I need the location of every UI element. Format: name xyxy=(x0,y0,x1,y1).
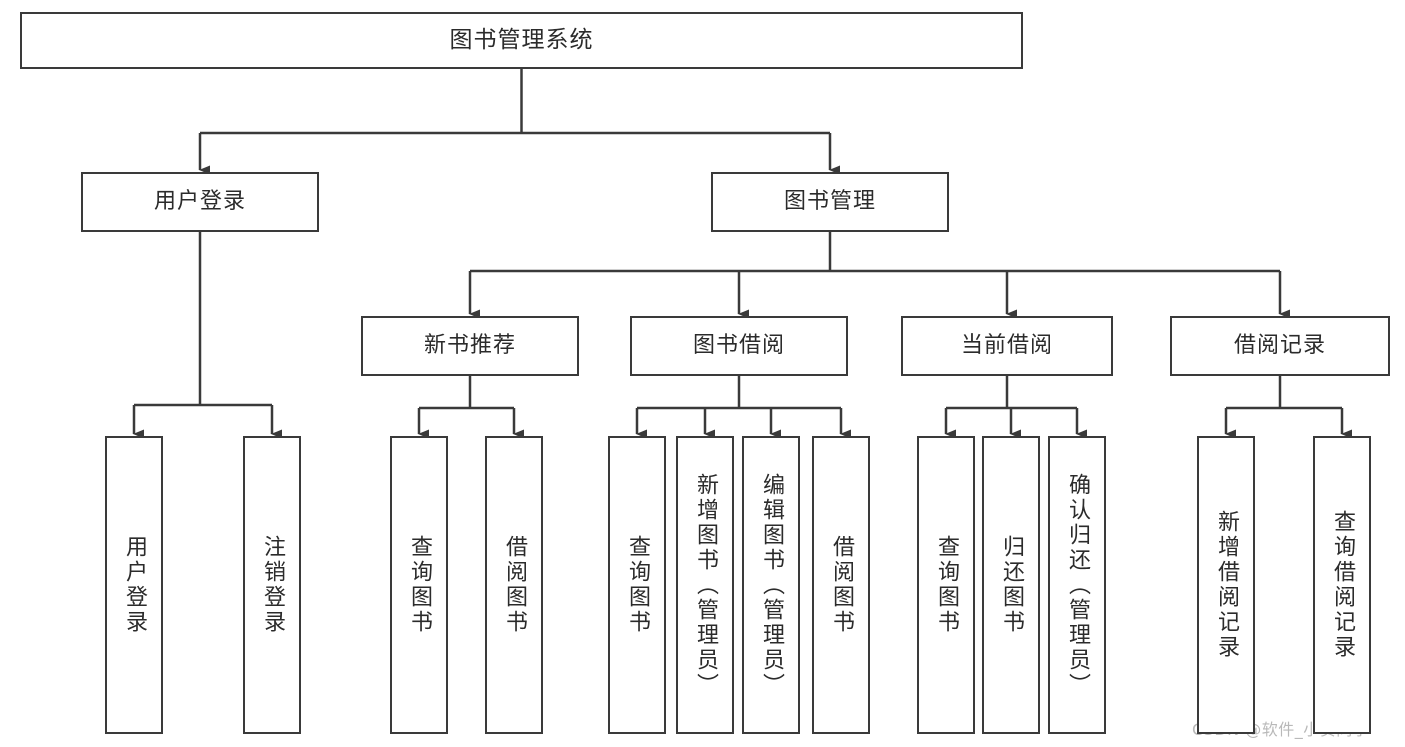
node-注销登录[interactable]: 注销登录 xyxy=(243,436,301,734)
node-label: 注销登录 xyxy=(260,535,285,635)
node-新增借阅记录[interactable]: 新增借阅记录 xyxy=(1197,436,1255,734)
node-归还图书[interactable]: 归还图书 xyxy=(982,436,1040,734)
node-借阅图书[interactable]: 借阅图书 xyxy=(485,436,543,734)
node-借阅图书[interactable]: 借阅图书 xyxy=(812,436,870,734)
node-label: 用户登录 xyxy=(153,188,246,214)
node-label: 编辑图书（管理员） xyxy=(759,472,784,698)
node-label: 新增图书（管理员） xyxy=(693,472,718,698)
node-label: 新增借阅记录 xyxy=(1214,510,1239,660)
node-label: 用户登录 xyxy=(122,535,147,635)
node-label: 当前借阅 xyxy=(960,332,1053,358)
node-新增图书管理员[interactable]: 新增图书（管理员） xyxy=(676,436,734,734)
node-label: 新书推荐 xyxy=(423,332,516,358)
node-label: 查询图书 xyxy=(934,535,959,635)
node-查询图书[interactable]: 查询图书 xyxy=(608,436,666,734)
node-图书管理系统[interactable]: 图书管理系统 xyxy=(20,12,1023,69)
node-label: 借阅图书 xyxy=(502,535,527,635)
node-用户登录[interactable]: 用户登录 xyxy=(105,436,163,734)
node-查询图书[interactable]: 查询图书 xyxy=(917,436,975,734)
node-label: 归还图书 xyxy=(999,535,1024,635)
node-图书管理[interactable]: 图书管理 xyxy=(711,172,949,232)
node-图书借阅[interactable]: 图书借阅 xyxy=(630,316,848,376)
node-label: 查询图书 xyxy=(625,535,650,635)
node-label: 图书管理 xyxy=(783,188,876,214)
node-当前借阅[interactable]: 当前借阅 xyxy=(901,316,1113,376)
node-label: 确认归还（管理员） xyxy=(1065,472,1090,698)
node-确认归还管理员[interactable]: 确认归还（管理员） xyxy=(1048,436,1106,734)
node-label: 查询借阅记录 xyxy=(1330,510,1355,660)
node-查询借阅记录[interactable]: 查询借阅记录 xyxy=(1313,436,1371,734)
node-新书推荐[interactable]: 新书推荐 xyxy=(361,316,579,376)
node-编辑图书管理员[interactable]: 编辑图书（管理员） xyxy=(742,436,800,734)
node-借阅记录[interactable]: 借阅记录 xyxy=(1170,316,1390,376)
node-label: 图书管理系统 xyxy=(449,26,594,53)
node-label: 借阅图书 xyxy=(829,535,854,635)
node-label: 查询图书 xyxy=(407,535,432,635)
node-label: 图书借阅 xyxy=(692,332,785,358)
node-用户登录[interactable]: 用户登录 xyxy=(81,172,319,232)
node-label: 借阅记录 xyxy=(1233,332,1326,358)
node-查询图书[interactable]: 查询图书 xyxy=(390,436,448,734)
